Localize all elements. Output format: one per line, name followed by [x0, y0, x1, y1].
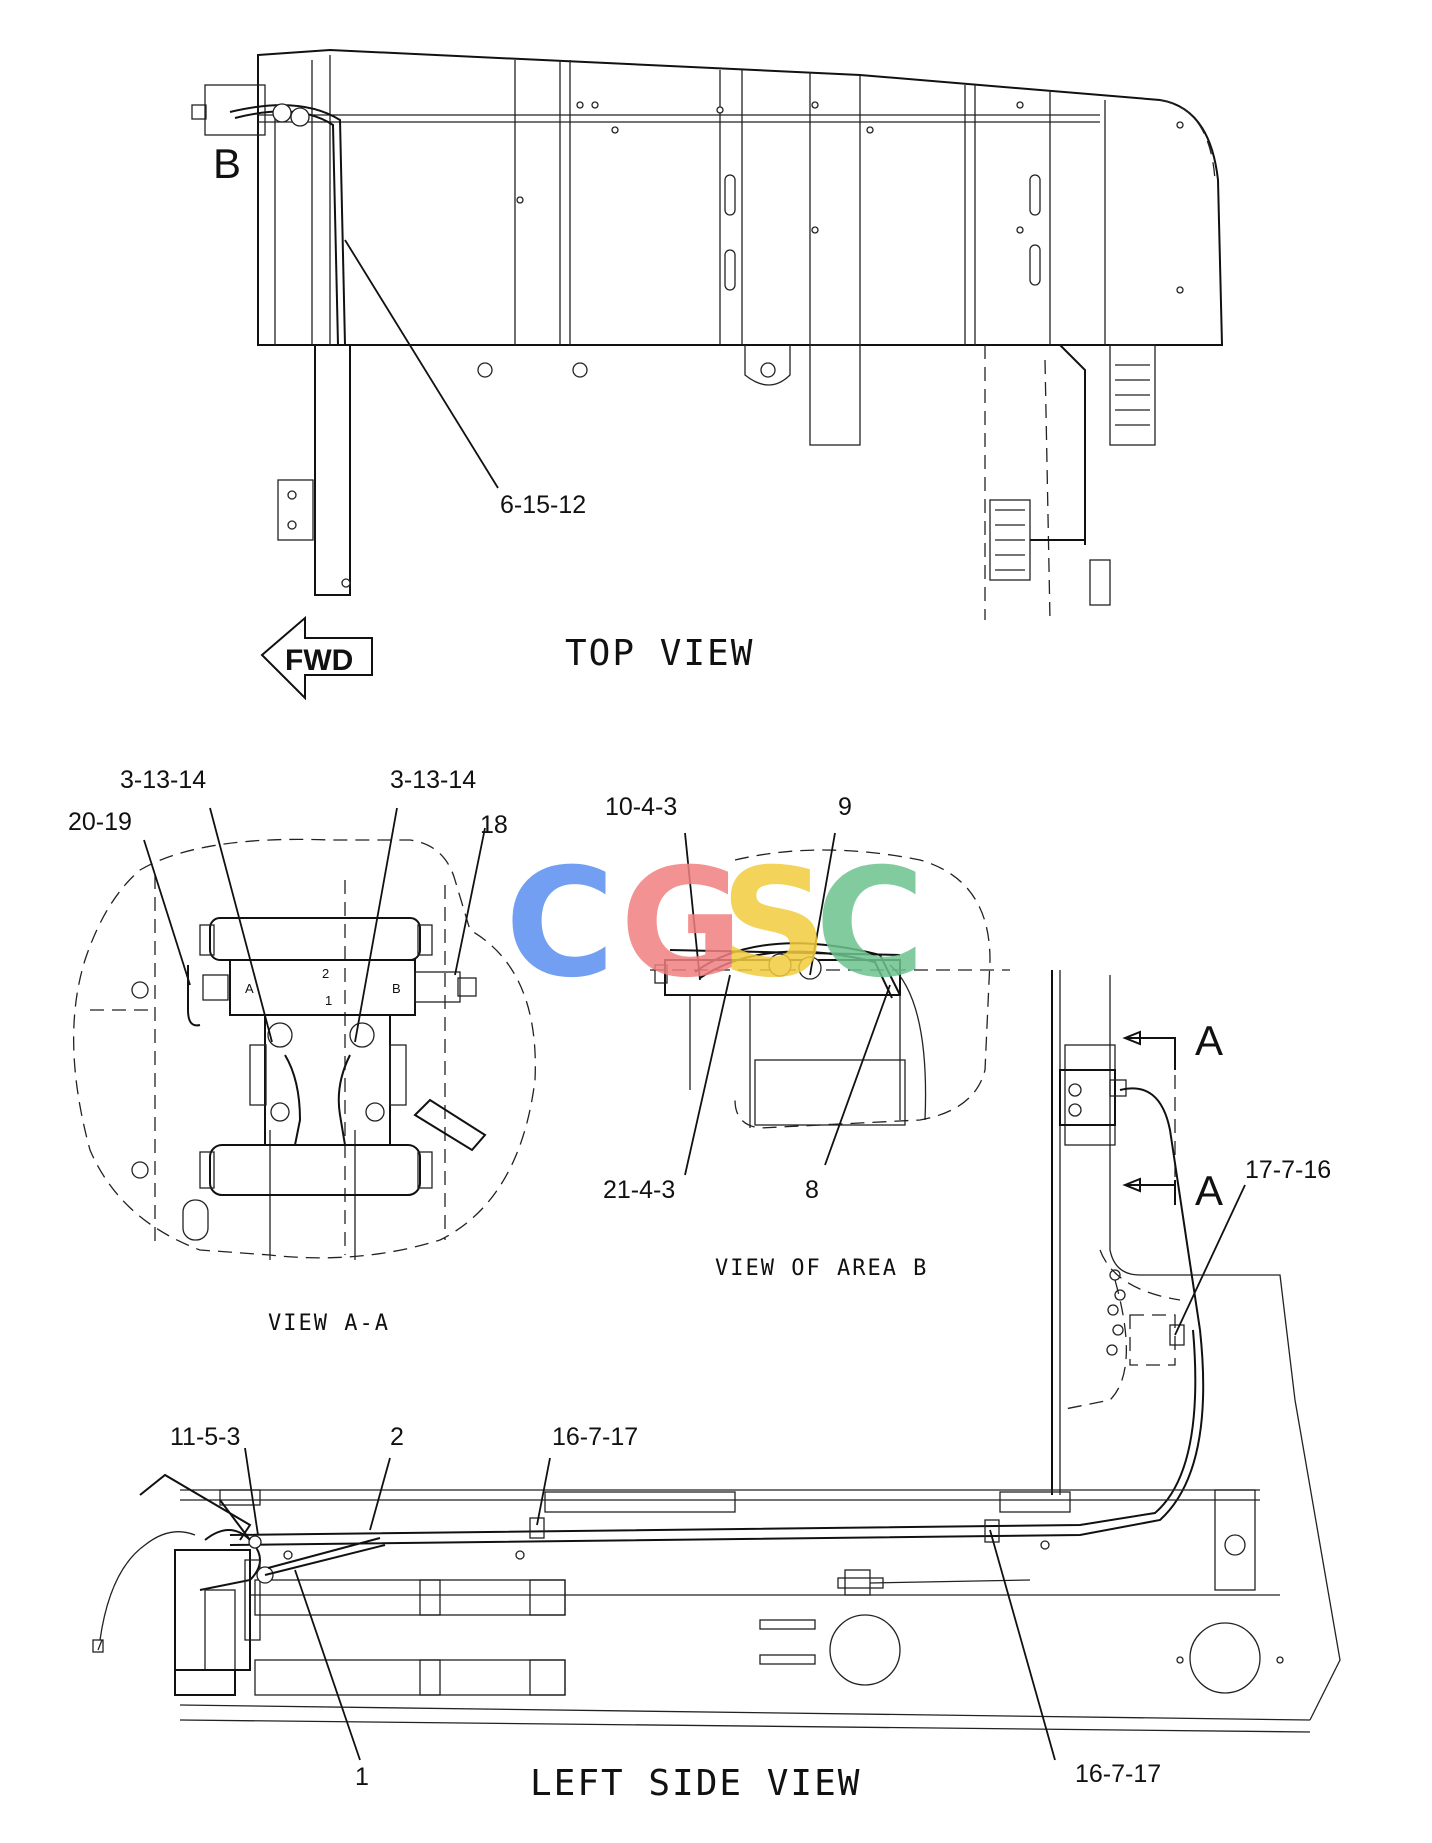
- left-side-view-title: LEFT SIDE VIEW: [530, 1763, 861, 1804]
- view-a-a-title: VIEW A-A: [268, 1311, 390, 1336]
- port-2-label: 2: [322, 966, 329, 981]
- callout-21-4-3: 21-4-3: [603, 1176, 675, 1204]
- callout-20-19: 20-19: [68, 808, 132, 836]
- callout-8: 8: [805, 1176, 819, 1204]
- callout-2: 2: [390, 1423, 404, 1451]
- left-side-view-drawing: [92, 970, 1341, 1761]
- forward-arrow-icon: FWD: [260, 615, 373, 701]
- area-b-title: VIEW OF AREA B: [715, 1256, 928, 1281]
- svg-text:C: C: [505, 837, 615, 1011]
- callout-3-13-14-left: 3-13-14: [120, 766, 206, 794]
- svg-text:G: G: [620, 837, 743, 1011]
- svg-text:C: C: [815, 837, 925, 1011]
- top-view-drawing: [191, 48, 1224, 621]
- callout-1: 1: [355, 1763, 369, 1791]
- area-b-drawing: [650, 832, 1010, 1176]
- section-a-marker-lower: A: [1195, 1167, 1223, 1214]
- area-b-marker: B: [213, 140, 241, 187]
- callout-11-5-3: 11-5-3: [170, 1423, 240, 1451]
- callout-10-4-3: 10-4-3: [605, 793, 677, 821]
- port-b-label: B: [392, 981, 401, 996]
- callout-16-7-17-bottom: 16-7-17: [1075, 1760, 1161, 1788]
- section-a-a-drawing: A B 2 1: [73, 807, 536, 1260]
- section-a-marker-upper: A: [1195, 1017, 1223, 1064]
- callout-6-15-12: 6-15-12: [500, 491, 586, 519]
- top-view-title: TOP VIEW: [565, 633, 754, 674]
- port-a-label: A: [245, 981, 254, 996]
- callout-18: 18: [480, 811, 508, 839]
- forward-label: FWD: [285, 644, 353, 677]
- callout-16-7-17-top: 16-7-17: [552, 1423, 638, 1451]
- cgsc-watermark-logo: C G S C: [505, 837, 925, 1011]
- callout-17-7-16: 17-7-16: [1245, 1156, 1331, 1184]
- port-1-label: 1: [325, 993, 332, 1008]
- svg-text:S: S: [720, 837, 828, 1011]
- callout-3-13-14-right: 3-13-14: [390, 766, 476, 794]
- callout-9: 9: [838, 793, 852, 821]
